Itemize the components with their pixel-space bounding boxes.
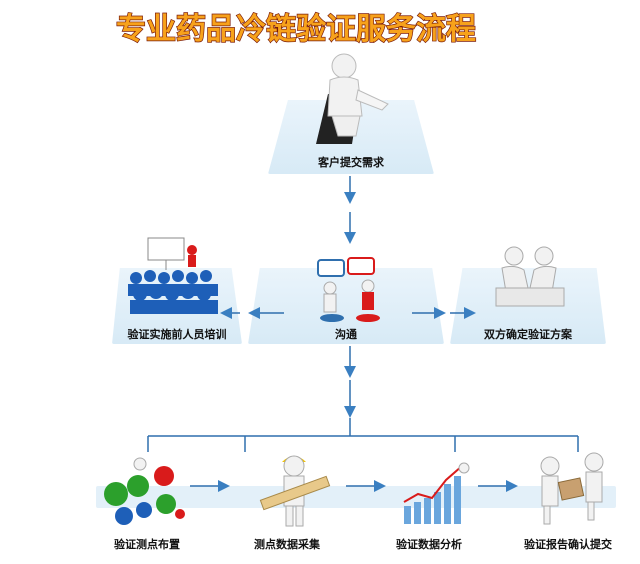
bar-chart-icon (403, 462, 470, 524)
handshake-icon (495, 246, 565, 307)
node-data-analysis: 验证数据分析 (396, 538, 462, 551)
node-communicate: 沟通 (335, 328, 357, 341)
report-handover-icon (540, 452, 604, 525)
node-point-layout: 验证测点布置 (114, 538, 180, 551)
node-training: 验证实施前人员培训 (127, 328, 227, 341)
page-title: 专业药品冷链验证服务流程 (0, 6, 640, 50)
person-laptop-icon (316, 53, 389, 144)
gears-icon (104, 457, 185, 525)
node-report: 验证报告确认提交 (524, 538, 612, 551)
worker-ruler-icon (259, 455, 331, 527)
title-text: 专业药品冷链验证服务流程 (116, 12, 476, 47)
node-confirm-plan: 双方确定验证方案 (484, 328, 572, 341)
communication-icon (317, 257, 380, 322)
node-customer-request: 客户提交需求 (318, 156, 384, 169)
panel-communicate (248, 268, 444, 344)
training-crowd-icon (128, 237, 218, 314)
node-data-collect: 测点数据采集 (254, 538, 320, 551)
